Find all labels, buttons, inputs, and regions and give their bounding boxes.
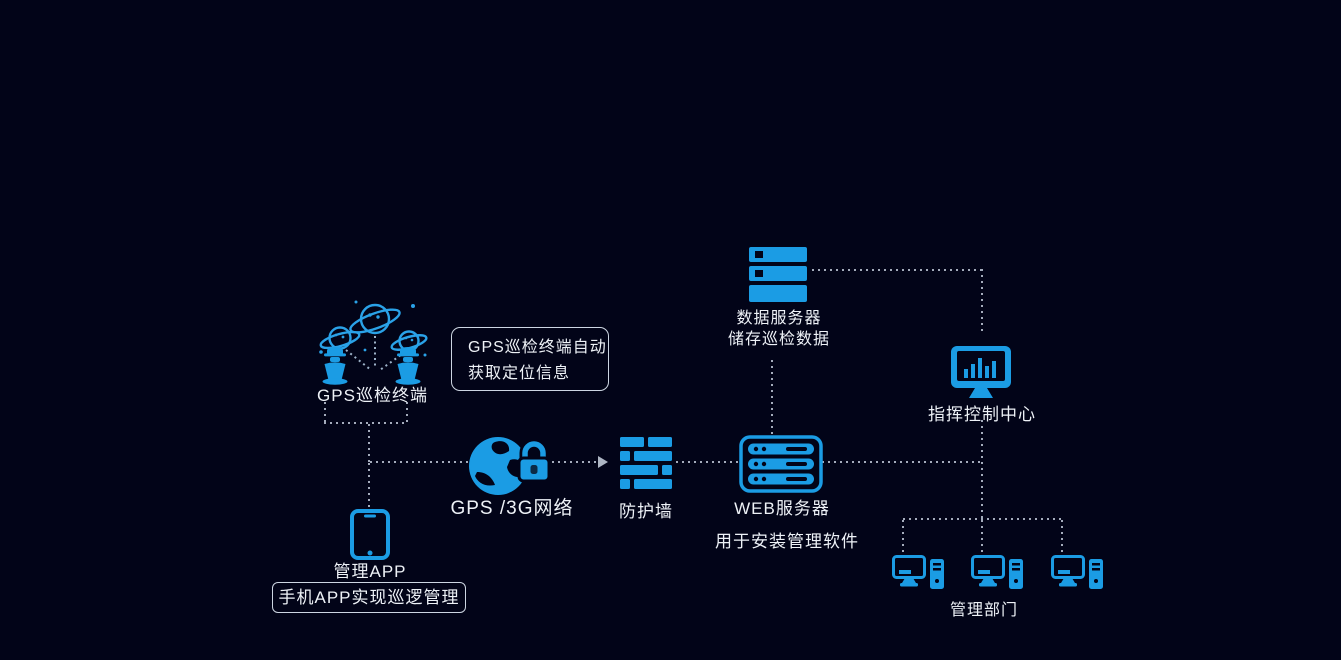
- smartphone-icon: [350, 509, 390, 565]
- gps-info-note-line1: GPS巡检终端自动: [468, 339, 607, 356]
- connector-department-middle: [981, 520, 983, 556]
- globe-lock-icon: [468, 430, 552, 501]
- data-server-icon: [749, 247, 807, 307]
- connector-department-right: [1061, 520, 1063, 556]
- app-note-box: 手机APP实现巡逻管理: [272, 582, 466, 613]
- connector-terminal-to-network: [370, 461, 468, 463]
- gps-terminal-label: GPS巡检终端: [317, 386, 428, 405]
- department-label: 管理部门: [949, 602, 1018, 619]
- web-server-icon: [739, 435, 823, 498]
- mobile-app-label: 管理APP: [333, 562, 407, 581]
- connector-guard-bracket: [324, 422, 408, 424]
- data-server-label: 数据服务器: [736, 310, 822, 327]
- data-server-labels: 数据服务器 储存巡检数据: [719, 308, 839, 350]
- connector-commandcenter-down: [981, 420, 983, 520]
- guard-icon: [318, 347, 352, 390]
- connector-webserver-to-right: [822, 461, 983, 463]
- connector-down-to-commandcenter: [981, 269, 983, 333]
- gps-info-note-line2: 获取定位信息: [468, 365, 571, 382]
- connector-down-to-phone: [368, 463, 370, 507]
- connector-terminal-down: [368, 424, 370, 462]
- connector-dataserver-to-webserver: [771, 360, 773, 434]
- command-center-label: 指挥控制中心: [928, 405, 1036, 424]
- data-server-sublabel: 储存巡检数据: [727, 331, 830, 348]
- connector-department-left: [902, 520, 904, 556]
- desktop-workstation-icon: [892, 555, 946, 596]
- web-server-label: WEB服务器: [734, 499, 830, 518]
- app-note-text: 手机APP实现巡逻管理: [278, 588, 460, 607]
- gps-info-note: GPS巡检终端自动 获取定位信息: [451, 327, 609, 391]
- firewall-label: 防护墙: [619, 502, 673, 521]
- connector-network-to-firewall: [552, 461, 598, 463]
- connector-firewall-to-webserver: [676, 461, 738, 463]
- arrow-into-firewall-icon: [598, 456, 608, 468]
- connector-dataserver-right: [812, 269, 983, 271]
- connector-guard-left-vertical: [324, 402, 326, 423]
- desktop-workstation-icon: [1051, 555, 1105, 596]
- guard-icon: [391, 347, 425, 390]
- network-label: GPS /3G网络: [450, 498, 574, 519]
- connector-guard-right-vertical: [406, 402, 408, 423]
- desktop-workstation-icon: [971, 555, 1025, 596]
- command-center-monitor-icon: [951, 346, 1011, 403]
- firewall-bricks-icon: [620, 437, 672, 494]
- web-server-sublabel: 用于安装管理软件: [715, 532, 859, 551]
- connector-department-bracket: [903, 518, 1063, 520]
